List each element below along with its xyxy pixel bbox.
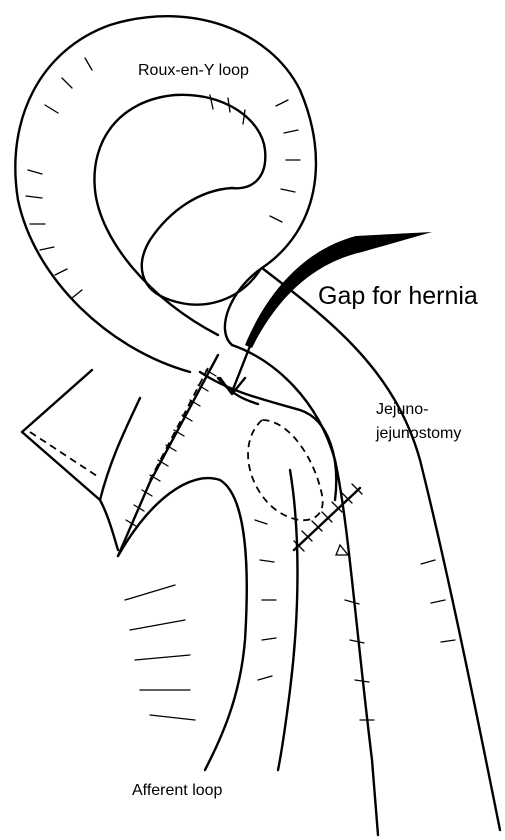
loop-folds-right [210,95,300,222]
roux-loop-inner-contour [94,95,265,335]
suture-mark-lower [336,545,348,555]
loop-folds-left [26,58,92,298]
afferent-loop-right-edge [278,470,298,770]
central-staple-ticks [126,370,216,526]
suture-line-right [294,488,360,550]
jejunojejunostomy-label: Jejuno- jejunostomy [376,398,461,446]
gap-arrow-shaft [232,346,250,392]
left-limb-outer [22,370,118,550]
left-limb-inner [100,398,140,500]
central-staple-line [118,355,218,556]
left-limb-staple-line [30,432,100,478]
afferent-loop-label: Afferent loop [132,782,222,800]
roux-limb-left-edge [232,345,378,835]
anastomosis-dashed-outline [248,420,323,520]
afferent-folds [125,520,276,720]
jejunojejunostomy-label-line2: jejunostomy [376,422,461,446]
central-dashed-line [150,368,208,480]
afferent-loop-left-edge [118,478,247,770]
roux-en-y-loop-label: Roux-en-Y loop [138,62,249,80]
roux-limb-folds [345,560,455,720]
jejunojejunostomy-label-line1: Jejuno- [376,398,461,422]
gap-for-hernia-label: Gap for hernia [318,282,478,311]
